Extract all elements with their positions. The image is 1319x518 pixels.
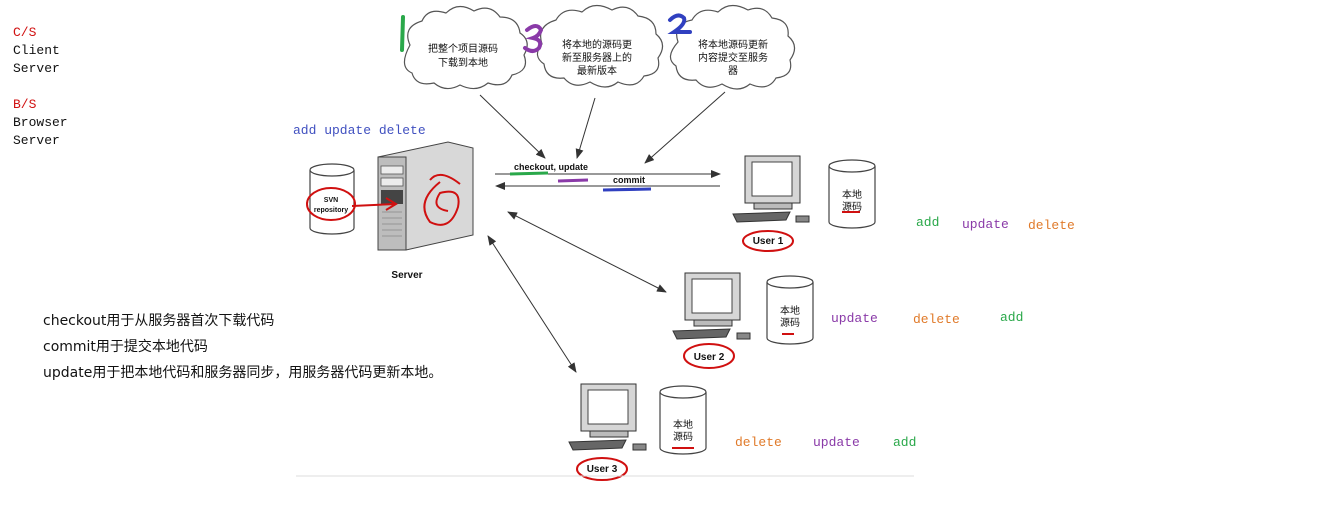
local-source-cylinder [659, 385, 707, 455]
repo-label-2: repository [314, 207, 348, 214]
commit-label: commit [613, 175, 645, 185]
server-tower-icon [377, 141, 474, 251]
server-ops-label: add update delete [293, 123, 426, 138]
local-source-cylinder [828, 159, 876, 229]
user-3-db-line2: 源码 [673, 430, 693, 443]
user-3-label: User 3 [587, 464, 618, 475]
cs-client: Client [13, 43, 60, 58]
cloud-1-line1: 把整个项目源码 [428, 42, 498, 55]
user-2-op-update: update [831, 311, 878, 326]
user-3-op-add: add [893, 435, 917, 450]
underline-checkout [509, 171, 549, 176]
underline-commit [602, 187, 652, 192]
user-1-db-line2: 源码 [842, 200, 862, 213]
bs-browser: Browser [13, 115, 68, 130]
computer-icon [732, 155, 810, 223]
hand-number-2 [667, 13, 692, 34]
cs-title: C/S [13, 25, 37, 40]
cloud-2 [536, 4, 664, 88]
note-update: update用于把本地代码和服务器同步，用服务器代码更新本地。 [43, 365, 443, 381]
cloud-3 [669, 4, 796, 90]
user-1-op-add: add [916, 215, 940, 230]
cloud-3-line3: 器 [728, 65, 738, 77]
computer-icon [568, 383, 647, 451]
note-checkout: checkout用于从服务器首次下载代码 [43, 313, 275, 329]
repo-red-circle [306, 187, 356, 221]
cloud-3-line2: 内容提交至服务 [698, 51, 768, 64]
hand-number-3 [523, 24, 544, 53]
cloud-1-line2: 下载到本地 [438, 56, 488, 69]
user-2-db-line1: 本地 [780, 304, 800, 317]
cloud-2-line1: 将本地的源码更 [562, 38, 632, 51]
user-3-op-update: update [813, 435, 860, 450]
user-1-op-delete: delete [1028, 218, 1075, 233]
local-source-cylinder [766, 275, 814, 345]
bs-server: Server [13, 133, 60, 148]
user-1-op-update: update [962, 217, 1009, 232]
user-2-op-delete: delete [913, 312, 960, 327]
cloud-2-line3: 最新版本 [577, 64, 617, 77]
bs-title: B/S [13, 97, 37, 112]
cloud-1 [403, 5, 528, 90]
cloud-2-line2: 新至服务器上的 [562, 51, 632, 64]
user-2-label: User 2 [694, 352, 725, 363]
user-2-db-line2: 源码 [780, 316, 800, 329]
hand-number-1 [400, 15, 405, 52]
user-2-op-add: add [1000, 310, 1024, 325]
cloud-3-line1: 将本地源码更新 [698, 38, 768, 51]
checkout-label: checkout, update [514, 162, 588, 172]
computer-icon [672, 272, 751, 340]
note-commit: commit用于提交本地代码 [43, 339, 208, 355]
user-3-db-line1: 本地 [673, 418, 693, 431]
repo-label-1: SVN [324, 197, 338, 204]
user-1-label: User 1 [753, 236, 784, 247]
server-label: Server [391, 270, 422, 281]
user-3-op-delete: delete [735, 435, 782, 450]
underline-update [557, 178, 589, 183]
cs-server: Server [13, 61, 60, 76]
user-1-db-line1: 本地 [842, 188, 862, 201]
server-red-scribble [351, 173, 461, 226]
